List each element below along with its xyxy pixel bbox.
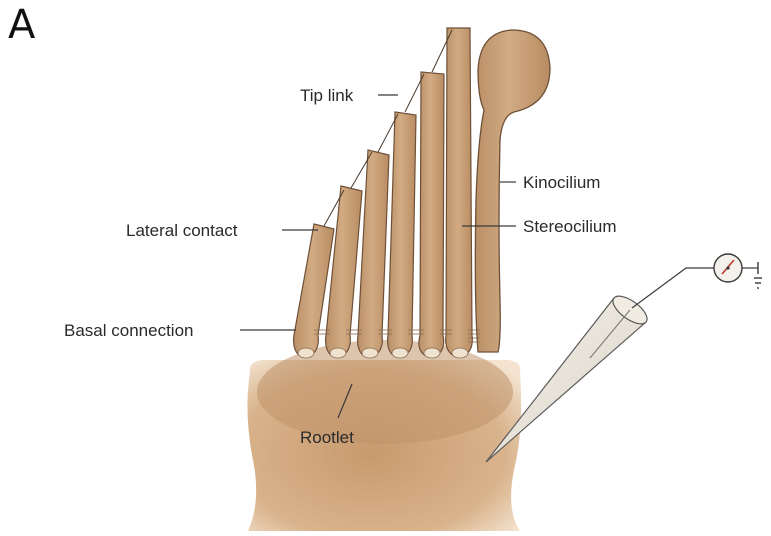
label-tip-link: Tip link — [300, 86, 354, 105]
ground-symbol-icon — [754, 262, 762, 288]
stereocilium-3 — [358, 150, 389, 356]
voltmeter-dial-icon — [714, 254, 742, 282]
label-kinocilium: Kinocilium — [523, 173, 600, 192]
panel-letter: A — [8, 2, 35, 48]
label-stereocilium: Stereocilium — [523, 217, 617, 236]
stereocilium-6 — [446, 28, 473, 356]
electrode-wire — [632, 268, 722, 308]
label-rootlet: Rootlet — [300, 428, 354, 447]
label-lateral-contact: Lateral contact — [126, 221, 238, 240]
stereocilium-4 — [388, 112, 416, 356]
stereocilia-group — [294, 28, 473, 356]
label-basal-connection: Basal connection — [64, 321, 193, 340]
stereocilium-2 — [326, 186, 362, 356]
cuticular-plate — [257, 340, 513, 444]
stereocilium-5 — [419, 72, 444, 356]
